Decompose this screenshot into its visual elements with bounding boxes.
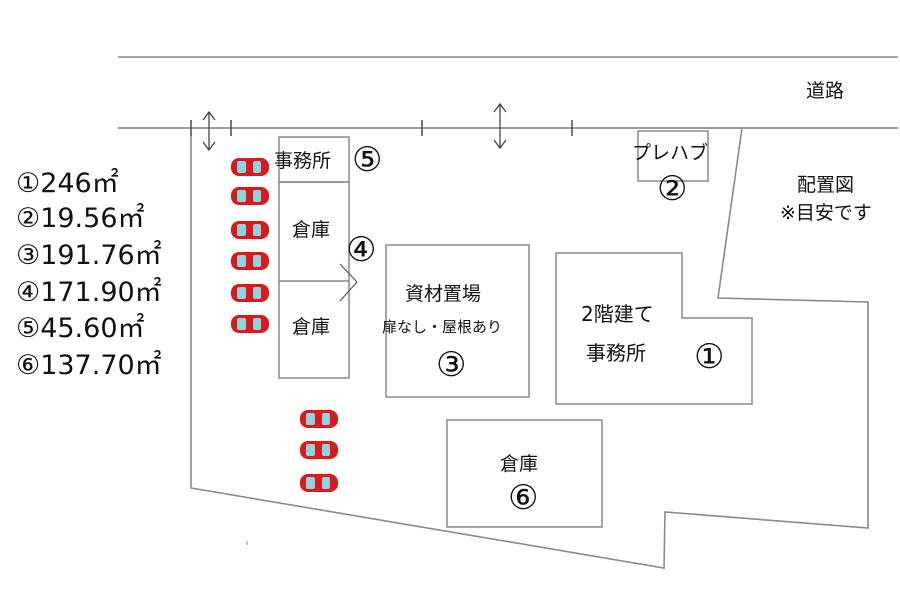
leader-line [339, 281, 358, 302]
car-icon [231, 284, 269, 302]
area-item: ③191.76㎡ [16, 240, 162, 271]
warehouse-bottom-label: 倉庫 [292, 316, 331, 338]
legend-title: 配置図 [797, 174, 855, 196]
warehouse-top-label: 倉庫 [292, 219, 331, 241]
building-warehouse-block [278, 181, 350, 379]
main-office-number: ① [694, 337, 725, 377]
legend-note: ※目安です [780, 202, 872, 224]
materials-number: ③ [436, 345, 467, 385]
car-icon [300, 410, 338, 428]
entrance-arrow-left [202, 110, 216, 152]
office-small-number: ⑤ [352, 140, 383, 180]
warehouse-six-number: ⑥ [508, 478, 539, 518]
building-main-office [555, 252, 753, 405]
car-icon [231, 187, 269, 205]
prefab-number: ② [657, 169, 688, 209]
road-label: 道路 [806, 80, 845, 102]
main-office-label-line1: 2階建て [581, 302, 654, 326]
area-item: ⑤45.60㎡ [16, 313, 145, 344]
main-office-label-line2: 事務所 [586, 341, 646, 365]
car-icon [231, 252, 269, 270]
car-icon [231, 158, 269, 176]
warehouse-six-label: 倉庫 [500, 453, 539, 475]
site-boundary [190, 127, 869, 569]
area-item: ②19.56㎡ [16, 203, 145, 234]
area-item: ⑥137.70㎡ [16, 350, 162, 381]
office-small-label: 事務所 [274, 150, 332, 172]
entrance-arrow-center [493, 102, 507, 150]
warehouse-group-number: ④ [346, 230, 377, 270]
building-prefab [637, 130, 709, 182]
prefab-label: プレハブ [632, 142, 709, 164]
area-item: ④171.90㎡ [16, 277, 162, 308]
car-icon [300, 474, 338, 492]
car-icon [231, 315, 269, 333]
area-item: ①246㎡ [16, 168, 119, 199]
leader-line [339, 263, 358, 283]
building-warehouse-six [446, 419, 603, 528]
car-icon [300, 441, 338, 459]
materials-label: 資材置場 [405, 283, 482, 305]
car-icon [231, 221, 269, 239]
building-materials-yard [385, 244, 530, 398]
materials-sub: 扉なし・屋根あり [382, 318, 503, 336]
